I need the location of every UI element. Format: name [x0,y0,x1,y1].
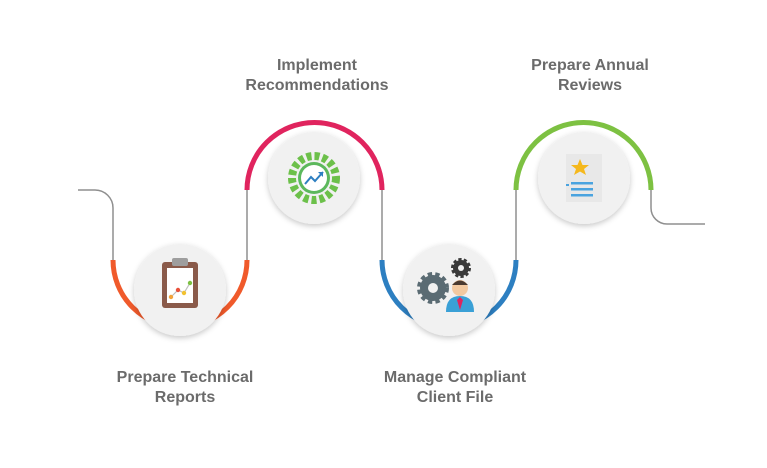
step-4-node [538,132,630,224]
step-2-label-line1: Implement [276,57,357,74]
step-2-label: Implement Recommendations [217,56,417,96]
arc-step-2 [244,120,385,191]
step-1-label-line2: Reports [154,389,216,406]
step-3-node [403,244,495,336]
step-3-label-line2: Client File [416,389,494,406]
star-document-icon [566,154,602,202]
step-1-label: Prepare Technical Reports [85,368,285,408]
step-2-label-line2: Recommendations [245,77,389,94]
clipboard-chart-icon [162,258,198,308]
step-4-label-line2: Reviews [557,77,623,94]
start-connector [78,189,114,262]
step-3-label: Manage Compliant Client File [355,368,555,408]
manager-gears-icon [417,258,474,312]
step-1-label-line1: Prepare Technical [116,369,254,386]
step-2-node [268,132,360,224]
end-connector [650,190,705,225]
step-4-label: Prepare Annual Reviews [490,56,690,96]
step-1-node [134,244,226,336]
step-4-label-line1: Prepare Annual [531,57,649,74]
arc-step-4 [513,120,654,191]
growth-gear-icon [288,152,340,204]
step-3-label-line1: Manage Compliant [383,369,527,386]
connector-lines [78,189,705,262]
